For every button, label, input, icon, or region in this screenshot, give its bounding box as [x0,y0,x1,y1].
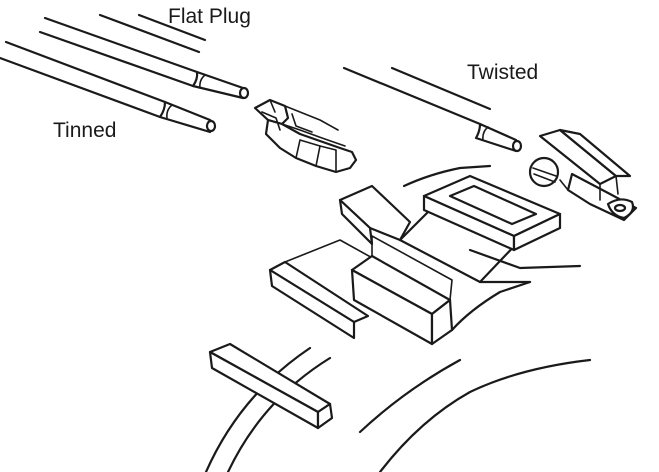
twisted-wire [342,66,523,153]
tinned-wire-upper [38,16,250,100]
flat-plug-wire-upper [98,13,207,54]
twisted-label: Twisted [467,61,539,84]
flat-plug-connector [253,98,358,174]
flat-plug-label: Flat Plug [168,5,251,28]
terminal-block [204,128,638,472]
tinned-wire-lower [0,40,217,134]
tinned-label: Tinned [53,119,117,142]
